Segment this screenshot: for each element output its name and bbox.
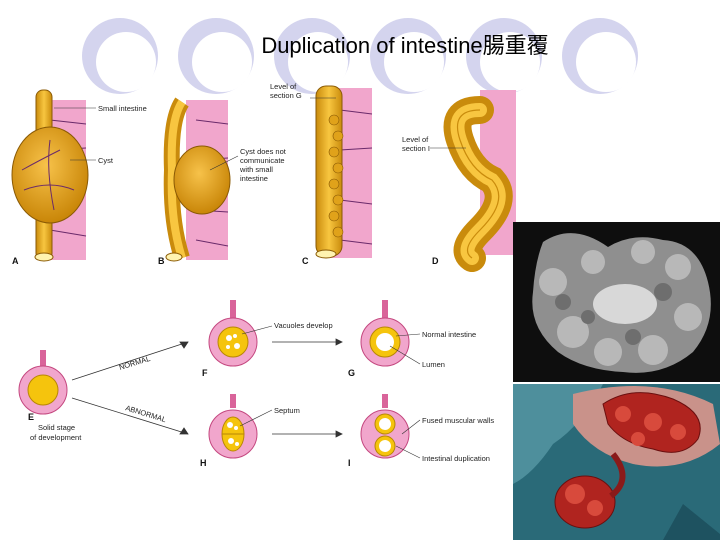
label-level-g-2: section G <box>270 91 302 100</box>
label-cyst-note-2: communicate <box>240 156 285 165</box>
label-small-intestine: Small intestine <box>98 104 147 113</box>
panel-label-h: H <box>200 458 207 468</box>
label-cyst: Cyst <box>98 156 114 165</box>
label-level-i-2: section I <box>402 144 430 153</box>
label-normal-arrow: NORMAL <box>118 354 151 372</box>
panel-h: H <box>200 394 258 468</box>
gross-specimen-photo <box>513 222 720 382</box>
panel-f: F <box>202 300 258 378</box>
panel-a: A <box>11 89 89 266</box>
panel-b: B <box>158 97 231 266</box>
label-cyst-note-3: with small <box>239 165 273 174</box>
panel-label-a: A <box>12 256 19 266</box>
label-solid-stage-2: of development <box>30 433 82 442</box>
label-lumen: Lumen <box>422 360 445 369</box>
label-solid-stage-1: Solid stage <box>38 423 75 432</box>
label-vacuoles: Vacuoles develop <box>274 321 333 330</box>
panel-label-i: I <box>348 458 351 468</box>
panel-label-g: G <box>348 368 355 378</box>
panel-d: D <box>432 90 516 272</box>
panel-label-e: E <box>28 412 34 422</box>
panel-c: C <box>302 85 373 266</box>
label-cyst-note-4: intestine <box>240 174 268 183</box>
panel-label-b: B <box>158 256 165 266</box>
panel-label-f: F <box>202 368 208 378</box>
label-septum: Septum <box>274 406 300 415</box>
label-normal-intestine: Normal intestine <box>422 330 476 339</box>
label-level-i-1: Level of <box>402 135 429 144</box>
label-fused-walls: Fused muscular walls <box>422 416 494 425</box>
panel-e: E Solid stage of development <box>18 350 82 442</box>
label-cyst-note-1: Cyst does not <box>240 147 287 156</box>
label-level-g-1: Level of <box>270 82 297 91</box>
slide-title: Duplication of intestine腸重覆 <box>261 33 549 58</box>
duplication-diagram: A B C D <box>11 82 516 468</box>
panel-g: G <box>348 300 410 378</box>
panel-label-d: D <box>432 256 439 266</box>
panel-label-c: C <box>302 256 309 266</box>
panel-i: I <box>348 394 410 468</box>
operative-photo <box>513 384 720 540</box>
label-duplication: Intestinal duplication <box>422 454 490 463</box>
